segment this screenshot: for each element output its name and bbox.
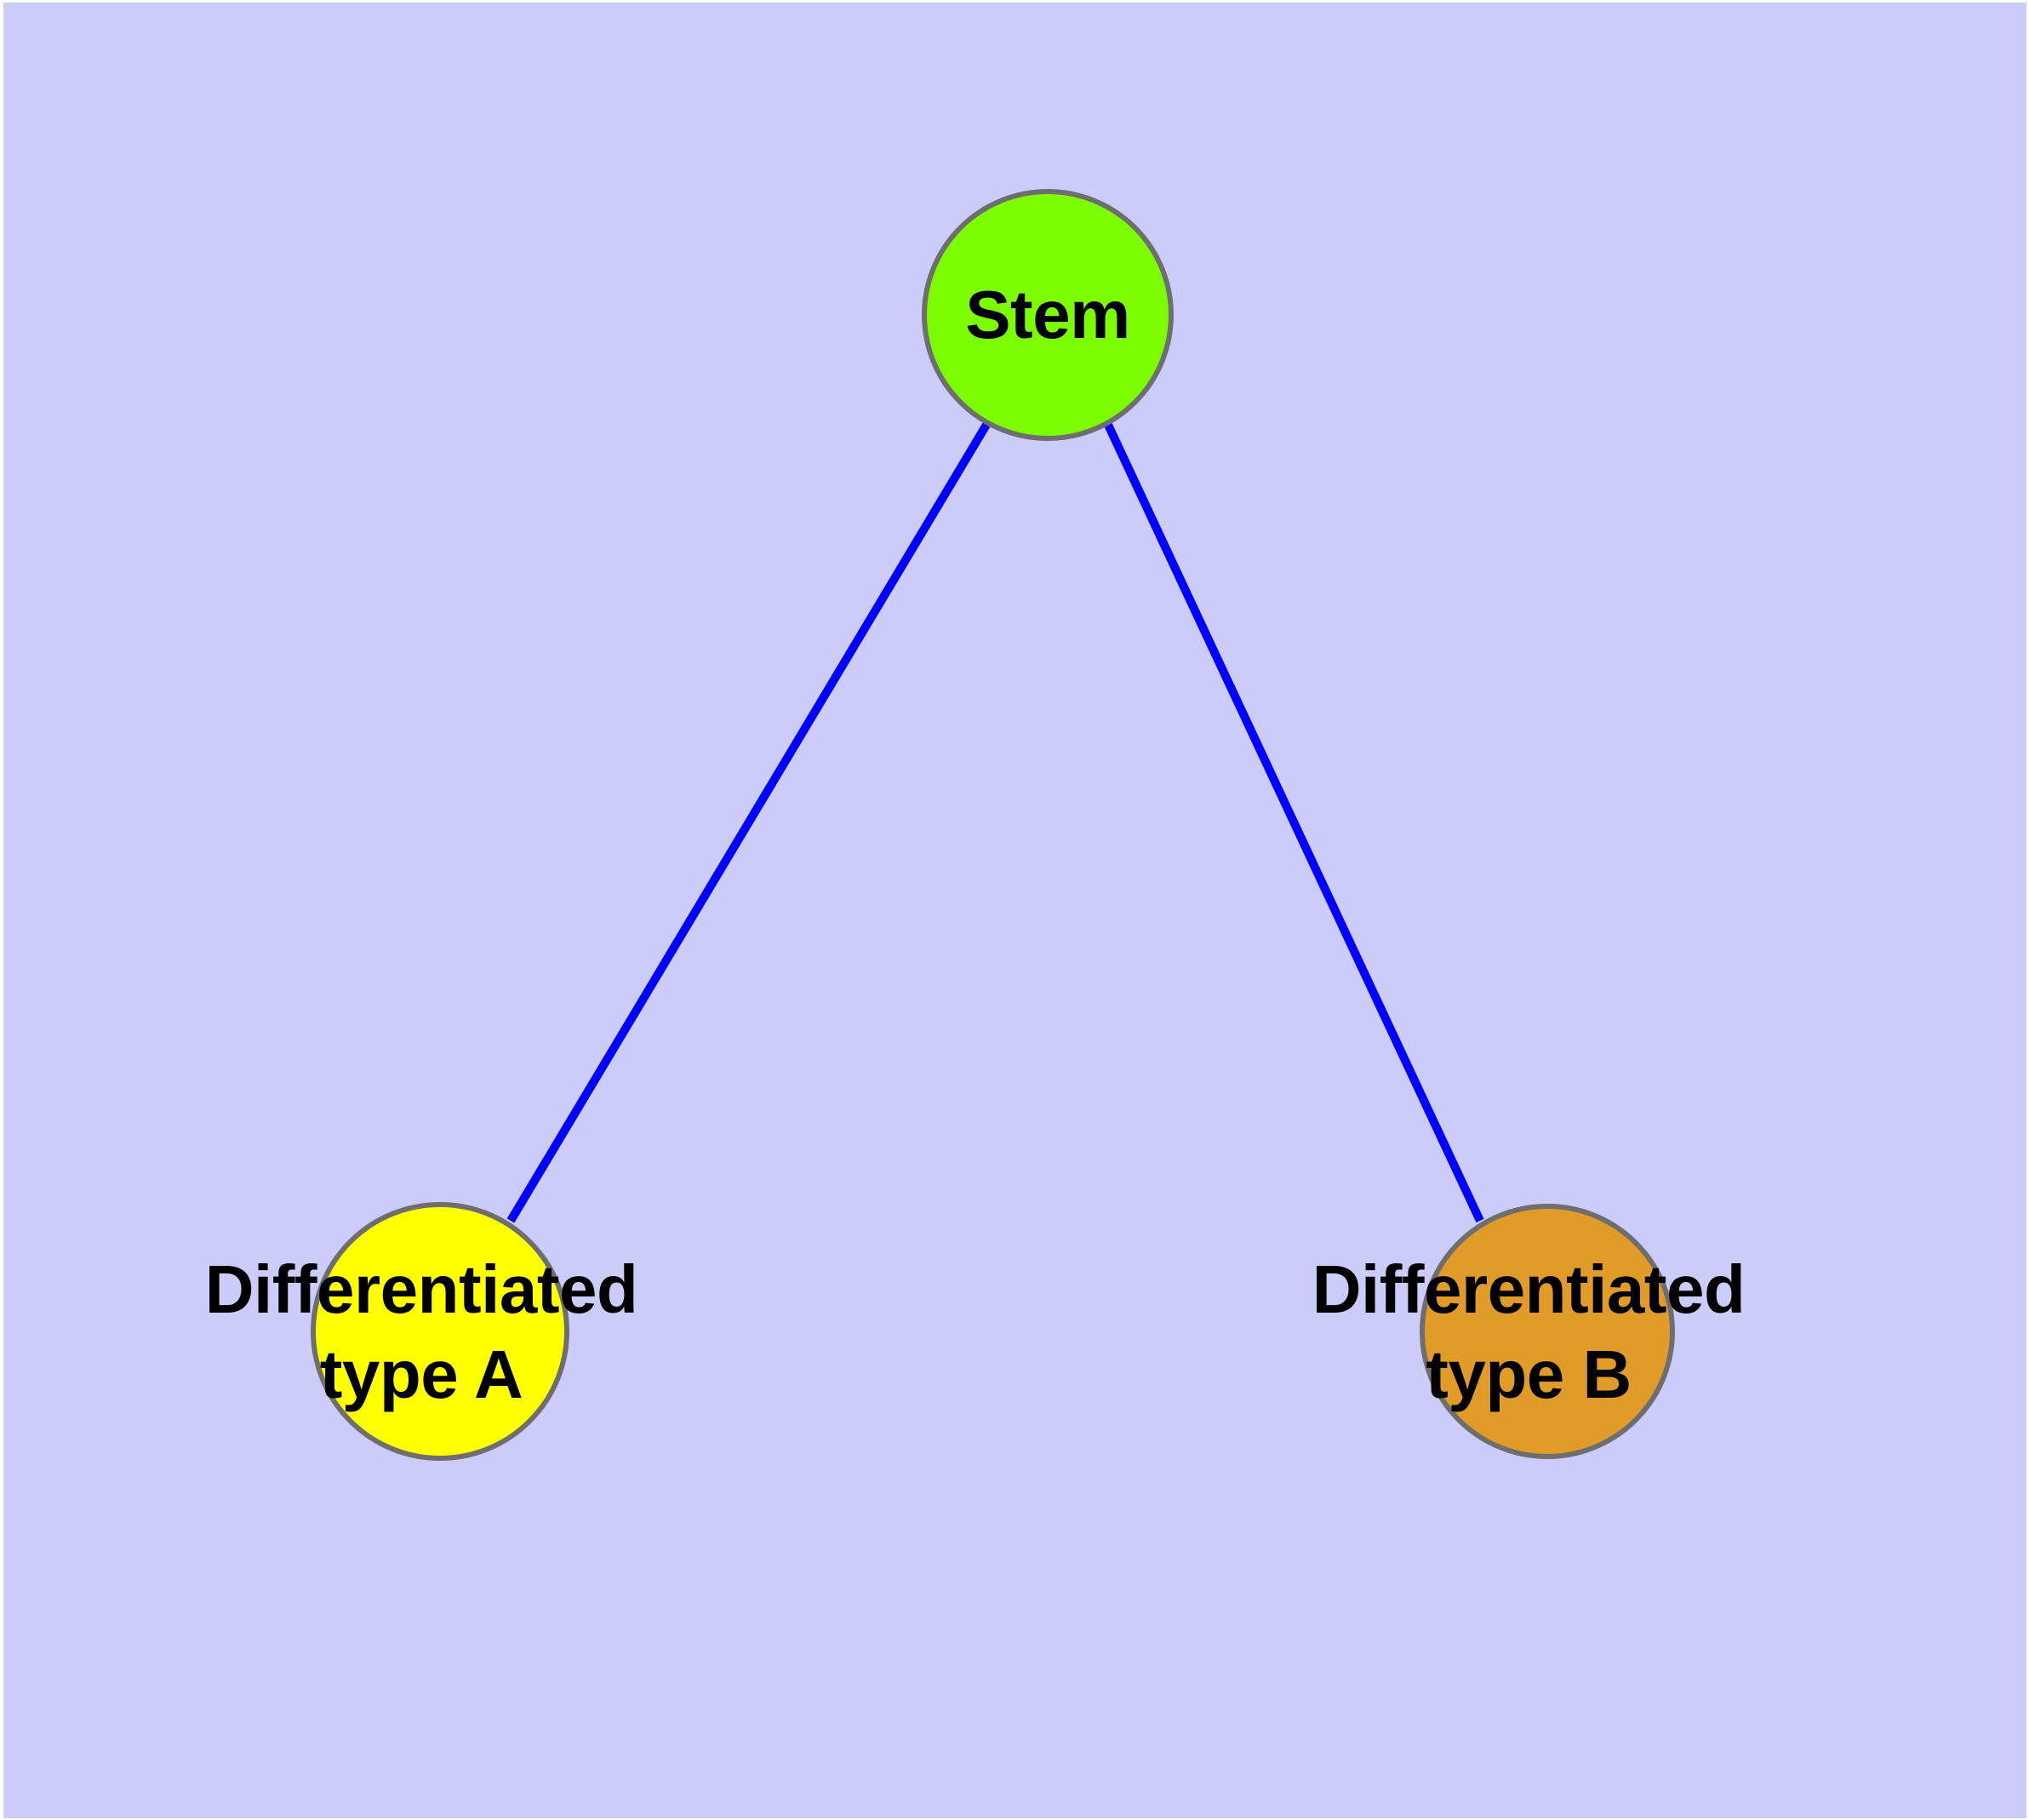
edge-layer <box>506 422 1484 1223</box>
node-stem[interactable] <box>922 189 1174 441</box>
edge-stem-to-differentiated-type-a <box>506 422 991 1223</box>
node-differentiated-type-a[interactable] <box>311 1202 569 1461</box>
node-differentiated-type-b[interactable] <box>1420 1204 1675 1459</box>
edge-stem-to-differentiated-type-b <box>1104 422 1484 1223</box>
node-layer <box>311 189 1675 1461</box>
